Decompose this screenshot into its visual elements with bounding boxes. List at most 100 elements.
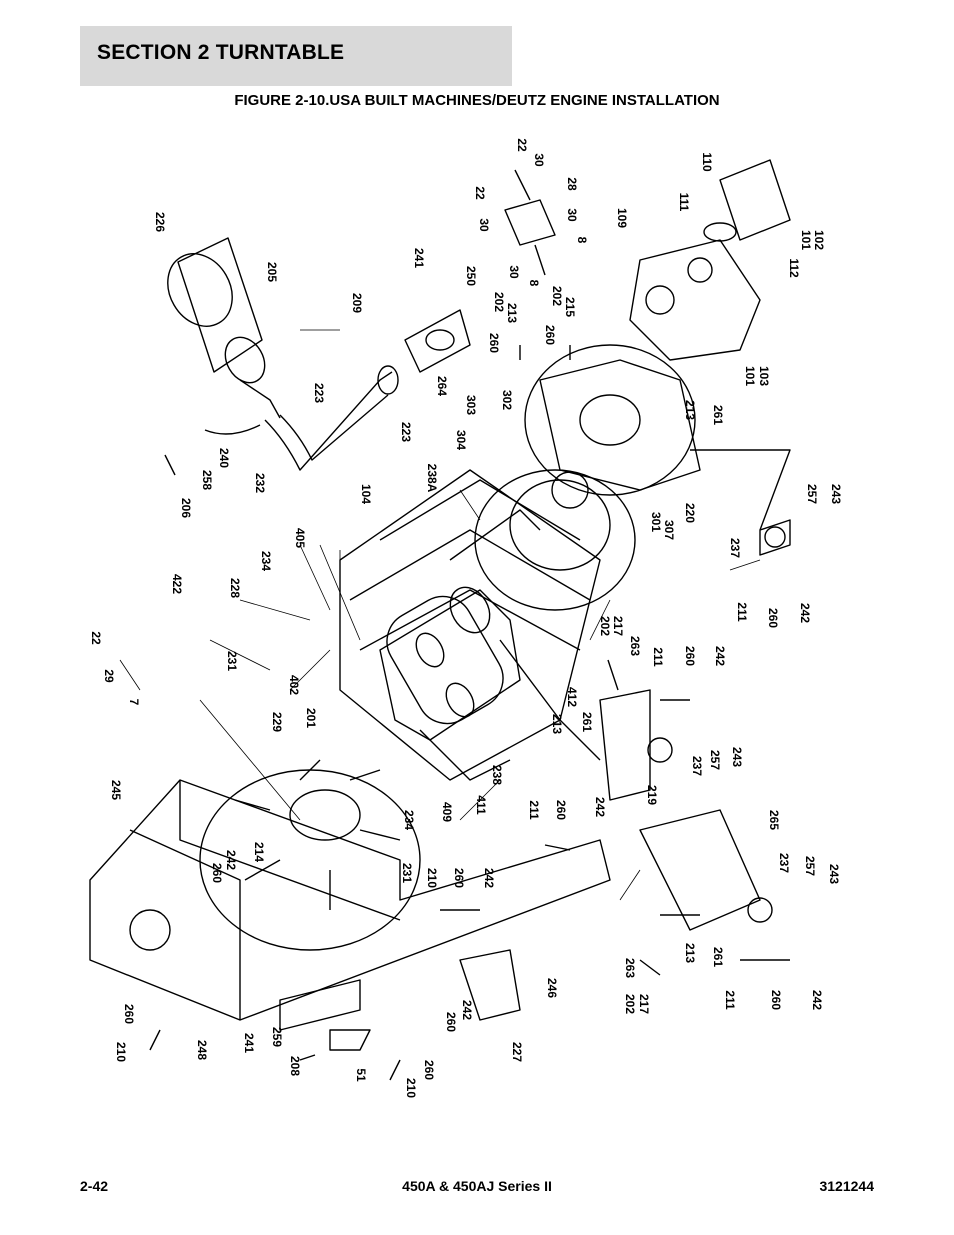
callout-227: 227 <box>510 1042 524 1062</box>
callout-220: 220 <box>683 503 697 523</box>
callout-102: 102 <box>812 230 826 250</box>
callout-22: 22 <box>89 631 103 645</box>
callout-242: 242 <box>482 868 496 888</box>
callout-101: 101 <box>799 230 813 250</box>
callout-265: 265 <box>767 810 781 830</box>
callout-211: 211 <box>735 602 749 622</box>
callout-260: 260 <box>554 800 568 820</box>
callout-402: 402 <box>287 675 301 695</box>
callout-259: 259 <box>270 1027 284 1047</box>
callout-260: 260 <box>422 1060 436 1080</box>
callout-246: 246 <box>545 978 559 998</box>
callout-205: 205 <box>265 262 279 282</box>
callout-206: 206 <box>179 498 193 518</box>
section-header-banner: SECTION 2 TURNTABLE <box>80 26 512 86</box>
leader-lines <box>119 329 761 901</box>
callout-210: 210 <box>425 868 439 888</box>
callout-232: 232 <box>253 473 267 493</box>
callout-411: 411 <box>474 795 488 815</box>
figure-title: FIGURE 2-10.USA BUILT MACHINES/DEUTZ ENG… <box>234 92 720 109</box>
callout-210: 210 <box>404 1078 418 1098</box>
callout-223: 223 <box>399 422 413 442</box>
callout-257: 257 <box>803 856 817 876</box>
callout-405: 405 <box>293 528 307 548</box>
callout-22: 22 <box>473 186 487 200</box>
callout-242: 242 <box>713 646 727 666</box>
callout-202: 202 <box>623 994 637 1014</box>
callout-238A: 238A <box>425 464 439 493</box>
callout-260: 260 <box>487 333 501 353</box>
callout-231: 231 <box>400 863 414 883</box>
callout-261: 261 <box>711 947 725 967</box>
callout-237: 237 <box>728 538 742 558</box>
callout-248: 248 <box>195 1040 209 1060</box>
callout-201: 201 <box>304 708 318 728</box>
callout-223: 223 <box>312 383 326 403</box>
engine-installation-diagram: 2230222830308308110111109101102112226205… <box>89 138 843 1098</box>
callout-8: 8 <box>575 237 589 244</box>
callout-242: 242 <box>460 1000 474 1020</box>
callout-211: 211 <box>527 800 541 820</box>
callout-215: 215 <box>563 297 577 317</box>
callout-422: 422 <box>170 574 184 594</box>
hardware-drawings <box>149 345 790 1081</box>
callout-213: 213 <box>550 714 564 734</box>
callout-112: 112 <box>787 258 801 278</box>
callout-110: 110 <box>700 152 714 172</box>
callout-202: 202 <box>492 292 506 312</box>
callout-260: 260 <box>766 608 780 628</box>
callout-30: 30 <box>532 153 546 167</box>
callout-260: 260 <box>683 646 697 666</box>
callout-103: 103 <box>757 366 771 386</box>
callout-258: 258 <box>200 470 214 490</box>
callout-217: 217 <box>611 616 625 636</box>
callout-214: 214 <box>252 842 266 862</box>
callout-257: 257 <box>805 484 819 504</box>
callout-231: 231 <box>225 651 239 671</box>
valve-block-drawing <box>504 169 556 276</box>
callout-301: 301 <box>649 512 663 532</box>
callout-242: 242 <box>593 797 607 817</box>
callout-409: 409 <box>440 802 454 822</box>
callout-202: 202 <box>598 616 612 636</box>
callout-302: 302 <box>500 390 514 410</box>
callout-237: 237 <box>690 756 704 776</box>
air-cleaner-drawing <box>167 237 281 435</box>
callout-257: 257 <box>708 750 722 770</box>
callout-22: 22 <box>515 138 529 152</box>
callout-263: 263 <box>623 958 637 978</box>
callout-241: 241 <box>242 1033 256 1053</box>
model-name: 450A & 450AJ Series II <box>402 1178 552 1194</box>
callout-211: 211 <box>723 990 737 1010</box>
callout-243: 243 <box>730 747 744 767</box>
callout-303: 303 <box>464 395 478 415</box>
callout-228: 228 <box>228 578 242 598</box>
callout-260: 260 <box>769 990 783 1010</box>
callout-260: 260 <box>210 863 224 883</box>
callout-243: 243 <box>827 864 841 884</box>
callout-8: 8 <box>527 280 541 287</box>
callout-30: 30 <box>565 208 579 222</box>
callout-209: 209 <box>350 293 364 313</box>
callout-7: 7 <box>127 699 141 706</box>
callout-234: 234 <box>402 810 416 830</box>
callout-208: 208 <box>288 1056 302 1076</box>
engine-mount-drawings <box>599 449 791 931</box>
callout-250: 250 <box>464 266 478 286</box>
callout-307: 307 <box>662 520 676 540</box>
callout-104: 104 <box>359 484 373 504</box>
callout-101: 101 <box>743 366 757 386</box>
callout-242: 242 <box>810 990 824 1010</box>
radiator-frame-drawing <box>89 779 611 1051</box>
callout-213: 213 <box>683 400 697 420</box>
callout-242: 242 <box>798 603 812 623</box>
hydraulic-pump-drawing <box>629 159 791 361</box>
callout-234: 234 <box>259 551 273 571</box>
callout-202: 202 <box>550 286 564 306</box>
callout-260: 260 <box>444 1012 458 1032</box>
callout-240: 240 <box>217 448 231 468</box>
callout-261: 261 <box>580 712 594 732</box>
callout-241: 241 <box>412 248 426 268</box>
callout-219: 219 <box>645 785 659 805</box>
callout-213: 213 <box>683 943 697 963</box>
